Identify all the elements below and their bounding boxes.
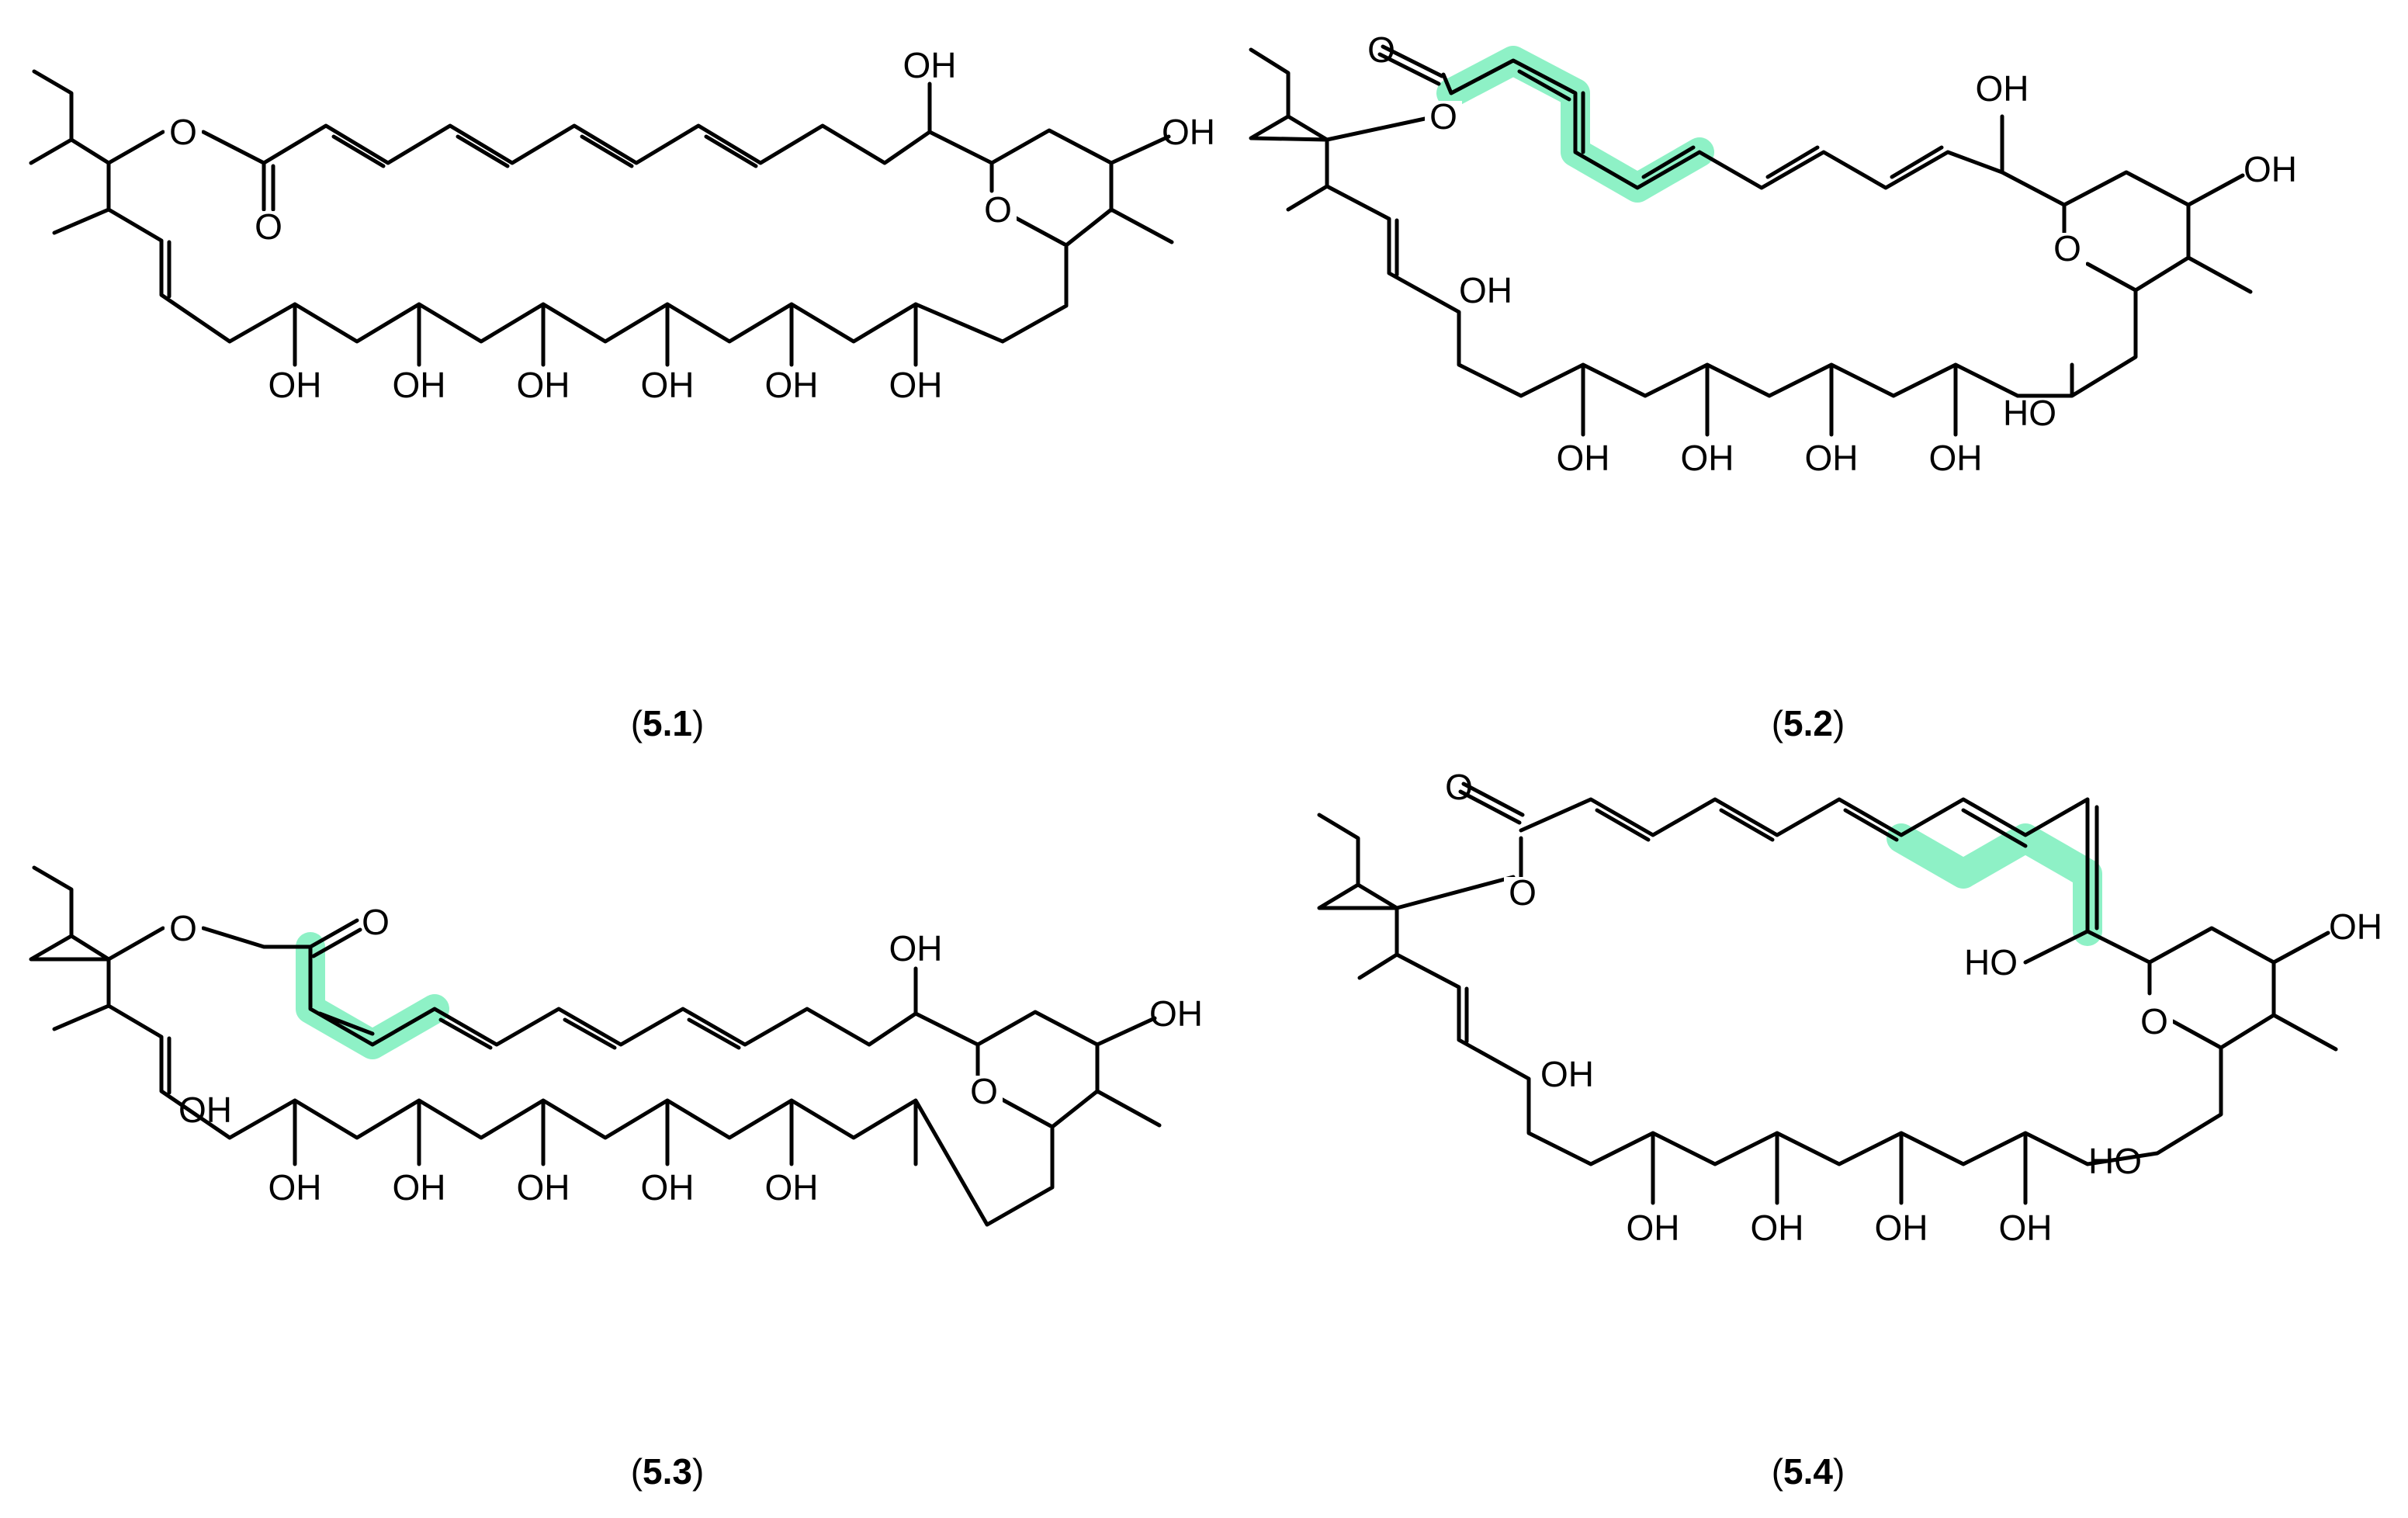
caption-5-3: (5.3) (631, 1451, 705, 1492)
s3-oh-3: OH (517, 1167, 570, 1208)
s4-oh-allylic: OH (1540, 1054, 1594, 1094)
s1-oh-5: OH (765, 365, 819, 405)
s3-ester-o-label: O (169, 908, 197, 948)
s3-oh-pyran: OH (1149, 993, 1203, 1034)
s4-oh-2: OH (1751, 1208, 1804, 1248)
s1-oh-1: OH (269, 365, 322, 405)
s2-ester-o-label: O (1429, 96, 1457, 137)
structure-5-3 (29, 865, 1162, 1227)
s1-oh-3: OH (517, 365, 570, 405)
s1-carbonyl-o-label: O (255, 206, 282, 247)
s4-oh-pyran: OH (2329, 906, 2382, 947)
s1-oh-c20: OH (903, 45, 957, 85)
caption-5-1: (5.1) (631, 703, 705, 743)
structure-5-2 (1249, 44, 2253, 437)
s1-oh-pyran: OH (1162, 112, 1215, 152)
caption-5-4: (5.4) (1772, 1451, 1845, 1492)
s4-oh-4: OH (1999, 1208, 2053, 1248)
s1-pyran-o-label: O (984, 189, 1012, 230)
s4-pyran-o-label: O (2140, 1001, 2168, 1041)
s2-ho-right: HO (2003, 393, 2056, 433)
s3-oh-allylic: OH (178, 1090, 232, 1130)
s3-pyran-o-label: O (970, 1071, 998, 1111)
structure-5-1 (29, 69, 1174, 367)
s2-oh-1: OH (1557, 438, 1610, 478)
labels-5-2: O O OH OH O OH HO OH OH OH OH (1367, 29, 2297, 478)
labels-5-4: O O HO OH O OH HO OH OH OH OH (1445, 767, 2382, 1248)
s2-oh-3: OH (1805, 438, 1859, 478)
s4-ho-right: HO (2088, 1141, 2142, 1181)
labels-5-3: O O OH OH O OH OH OH OH OH OH (165, 902, 1203, 1208)
s3-oh-4: OH (641, 1167, 695, 1208)
s4-bonds (1317, 782, 2338, 1205)
s3-bonds (29, 865, 1162, 1227)
s2-oh-allylic: OH (1459, 270, 1512, 310)
s1-bonds (29, 69, 1174, 367)
s4-oh-3: OH (1875, 1208, 1928, 1248)
s2-oh-pyran: OH (2243, 149, 2297, 189)
s3-oh-1: OH (269, 1167, 322, 1208)
s4-carbonyl-o-label: O (1445, 767, 1473, 807)
s1-oh-2: OH (393, 365, 446, 405)
caption-5-2: (5.2) (1772, 703, 1845, 743)
s4-ester-o-label: O (1509, 872, 1537, 913)
s3-oh-c20: OH (889, 928, 943, 969)
s4-ho-c20: HO (1964, 942, 2018, 983)
labels-5-1: O O OH OH O OH OH OH OH OH OH (165, 45, 1215, 405)
s2-pyran-o-label: O (2053, 228, 2081, 269)
structure-5-4 (1317, 782, 2338, 1205)
s1-ester-o-label: O (169, 112, 197, 152)
s2-bonds (1249, 44, 2253, 437)
s3-oh-5: OH (765, 1167, 819, 1208)
s3-oh-2: OH (393, 1167, 446, 1208)
s2-carbonyl-o-label: O (1367, 29, 1395, 70)
s2-oh-c20: OH (1976, 68, 2029, 109)
s3-carbonyl-o-label: O (362, 902, 390, 942)
s1-oh-4: OH (641, 365, 695, 405)
s2-oh-2: OH (1681, 438, 1734, 478)
s4-oh-1: OH (1627, 1208, 1680, 1248)
s1-oh-6: OH (889, 365, 943, 405)
s2-oh-4: OH (1929, 438, 1983, 478)
